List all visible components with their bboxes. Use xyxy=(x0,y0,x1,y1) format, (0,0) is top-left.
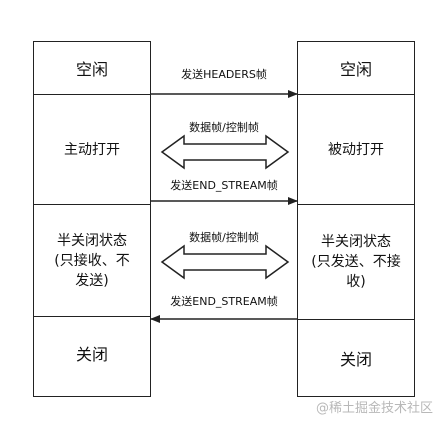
right-open-state: 被动打开 xyxy=(298,95,414,205)
data-control-double-arrow xyxy=(160,134,290,170)
right-half-closed-line-2: (只发送、不接 xyxy=(311,254,401,270)
receiver-state-column: 空闲 被动打开 半关闭状态 (只发送、不接 收) 关闭 xyxy=(297,41,415,397)
left-half-closed-line-3: 发送) xyxy=(75,272,109,289)
left-closed-label: 关闭 xyxy=(75,344,108,364)
initiator-state-column: 空闲 主动打开 半关闭状态 (只接收、不 发送) 关闭 xyxy=(33,41,151,397)
end-stream-label-1: 发送END_STREAM帧 xyxy=(170,178,277,192)
right-closed-label: 关闭 xyxy=(339,350,372,369)
right-half-closed-line-3: 收) xyxy=(346,274,366,290)
right-idle-state: 空闲 xyxy=(298,42,414,95)
data-control-label-2: 数据帧/控制帧 xyxy=(189,230,259,244)
data-control-label-1: 数据帧/控制帧 xyxy=(189,120,259,134)
data-control-double-arrow-2 xyxy=(160,244,290,280)
headers-arrow-label: 发送HEADERS帧 xyxy=(181,67,267,81)
right-half-closed-state: 半关闭状态 (只发送、不接 收) xyxy=(298,205,414,320)
end-stream-label-2: 发送END_STREAM帧 xyxy=(170,294,277,308)
left-open-label: 主动打开 xyxy=(64,141,120,158)
right-idle-label: 空闲 xyxy=(339,60,372,79)
left-open-state: 主动打开 xyxy=(34,95,150,205)
left-half-closed-line-2: (只接收、不 xyxy=(54,252,130,269)
left-idle-state: 空闲 xyxy=(34,42,150,95)
watermark: @稀土掘金技术社区 xyxy=(315,401,433,416)
left-half-closed-state: 半关闭状态 (只接收、不 发送) xyxy=(34,205,150,317)
right-open-label: 被动打开 xyxy=(328,141,384,158)
left-closed-state: 关闭 xyxy=(34,317,150,396)
right-closed-state: 关闭 xyxy=(298,320,414,396)
left-idle-label: 空闲 xyxy=(75,60,108,79)
right-half-closed-line-1: 半关闭状态 xyxy=(321,234,391,250)
left-half-closed-line-1: 半关闭状态 xyxy=(57,232,127,249)
